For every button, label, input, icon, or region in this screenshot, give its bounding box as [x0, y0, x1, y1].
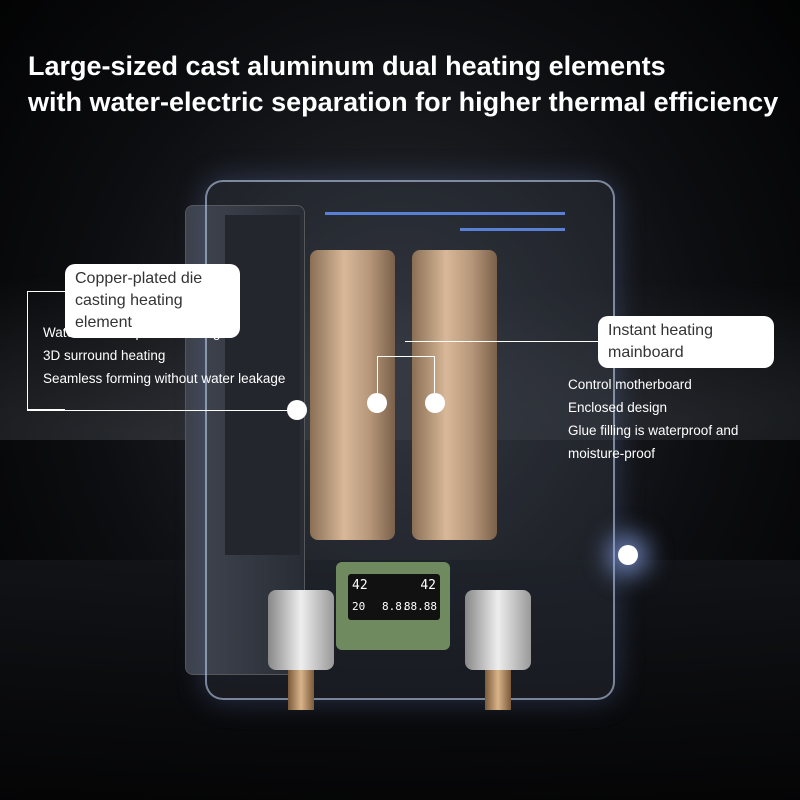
callout-left-connector	[27, 410, 287, 411]
callout-left-connector	[27, 291, 65, 410]
light-flare	[618, 545, 638, 565]
callout-left-title: Copper-plated die casting heating elemen…	[65, 264, 240, 338]
callout-left-marker	[287, 400, 307, 420]
brass-connector-left	[288, 670, 314, 710]
callout-right-title: Instant heating mainboard	[598, 316, 774, 368]
water-fitting-right	[465, 590, 531, 670]
water-fitting-left	[268, 590, 334, 670]
brass-connector-right	[485, 670, 511, 710]
wire	[460, 228, 565, 231]
callout-right-connector	[377, 356, 435, 401]
wire	[325, 212, 565, 215]
callout-right-marker	[425, 393, 445, 413]
callout-right-features: Control motherboard Enclosed design Glue…	[568, 377, 739, 461]
headline: Large-sized cast aluminum dual heating e…	[28, 51, 779, 117]
heating-element-right	[412, 250, 497, 540]
control-display-board: 42 42 20 8.8. 88.88	[336, 562, 450, 650]
lcd-screen: 42 42 20 8.8. 88.88	[348, 574, 440, 620]
callout-left-features: Water circuit separation design 3D surro…	[43, 325, 286, 386]
callout-right-connector	[405, 341, 598, 342]
callout-right-marker	[367, 393, 387, 413]
